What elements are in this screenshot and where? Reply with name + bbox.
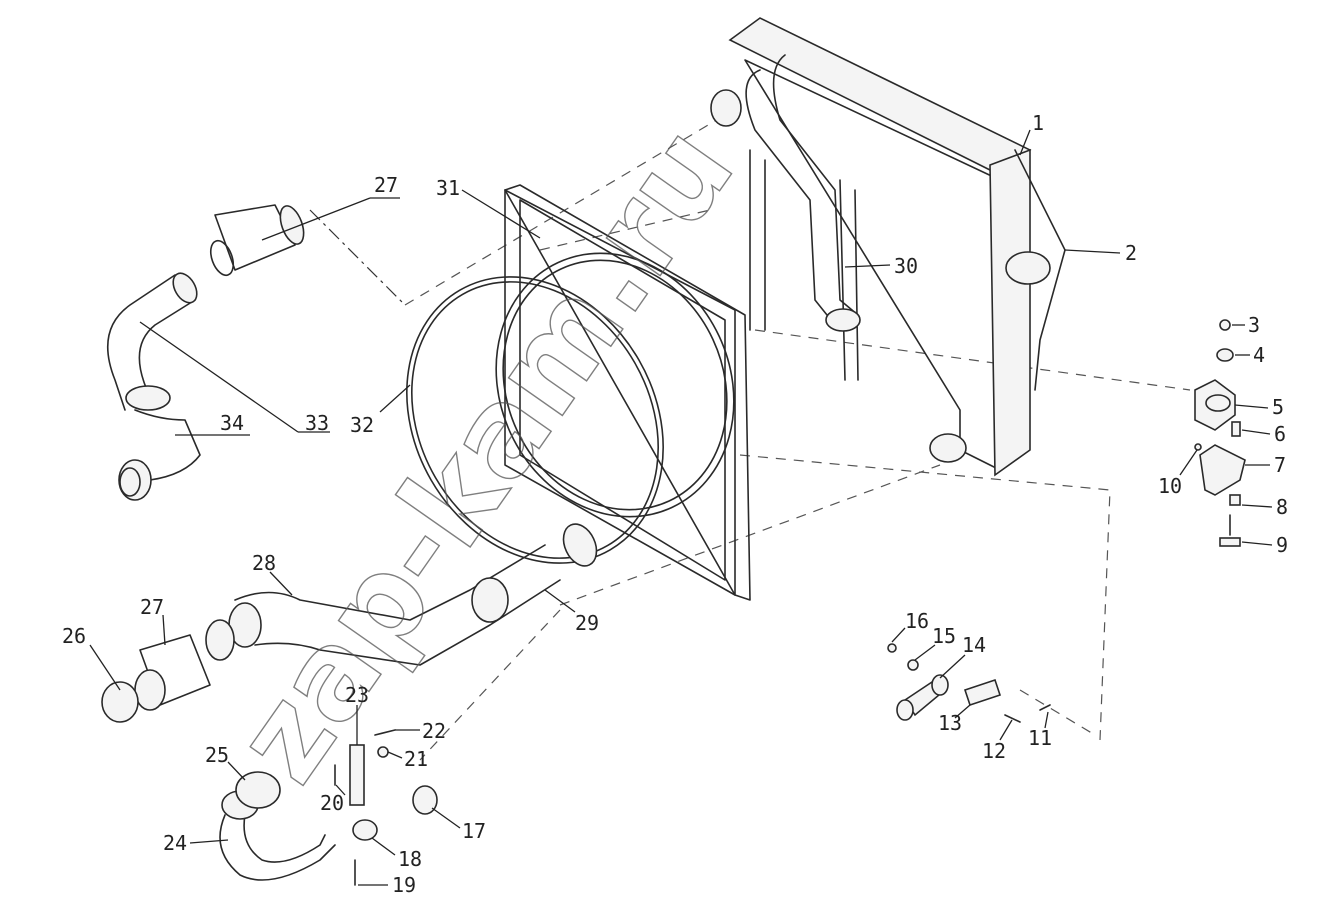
callout-22: 22 xyxy=(422,719,446,743)
lower-hose-assembly xyxy=(101,523,598,723)
callout-2: 2 xyxy=(1125,241,1137,265)
callout-11: 11 xyxy=(1028,726,1052,750)
callout-14: 14 xyxy=(962,633,986,657)
callout-23: 23 xyxy=(345,683,369,707)
callout-27-lower: 27 xyxy=(140,595,164,619)
callout-20: 20 xyxy=(320,791,344,815)
callout-17: 17 xyxy=(462,819,486,843)
right-mount xyxy=(1194,319,1246,547)
callout-28: 28 xyxy=(252,551,276,575)
callout-10: 10 xyxy=(1158,474,1182,498)
callout-5: 5 xyxy=(1272,395,1284,419)
shroud-ring xyxy=(406,276,664,564)
callout-1: 1 xyxy=(1032,111,1044,135)
assembly-guide-lines xyxy=(309,114,1191,761)
callout-15: 15 xyxy=(932,624,956,648)
callout-30: 30 xyxy=(894,254,918,278)
callout-16: 16 xyxy=(905,609,929,633)
callout-18: 18 xyxy=(398,847,422,871)
callout-33: 33 xyxy=(305,411,329,435)
callout-32: 32 xyxy=(350,413,374,437)
callout-26: 26 xyxy=(62,624,86,648)
bottom-pipe-assembly xyxy=(219,729,438,886)
callout-8: 8 xyxy=(1276,495,1288,519)
callouts: 1 2 3 4 5 6 7 8 9 10 11 12 13 14 15 16 1 xyxy=(62,111,1288,897)
callout-4: 4 xyxy=(1253,343,1265,367)
callout-27-upper: 27 xyxy=(374,173,398,197)
callout-3: 3 xyxy=(1248,313,1260,337)
callout-29: 29 xyxy=(575,611,599,635)
upper-hose xyxy=(745,54,861,332)
callout-13: 13 xyxy=(938,711,962,735)
radiator-core xyxy=(710,17,1066,477)
callout-9: 9 xyxy=(1276,533,1288,557)
small-bracket-set xyxy=(887,643,1051,723)
callout-21: 21 xyxy=(404,747,428,771)
upper-left-hose-assembly xyxy=(107,204,305,501)
callout-25: 25 xyxy=(205,743,229,767)
callout-24: 24 xyxy=(163,831,187,855)
callout-6: 6 xyxy=(1274,422,1286,446)
fan-shroud xyxy=(495,184,751,601)
callout-12: 12 xyxy=(982,739,1006,763)
callout-31: 31 xyxy=(436,176,460,200)
callout-7: 7 xyxy=(1274,453,1286,477)
callout-34: 34 xyxy=(220,411,244,435)
callout-19: 19 xyxy=(392,873,416,897)
